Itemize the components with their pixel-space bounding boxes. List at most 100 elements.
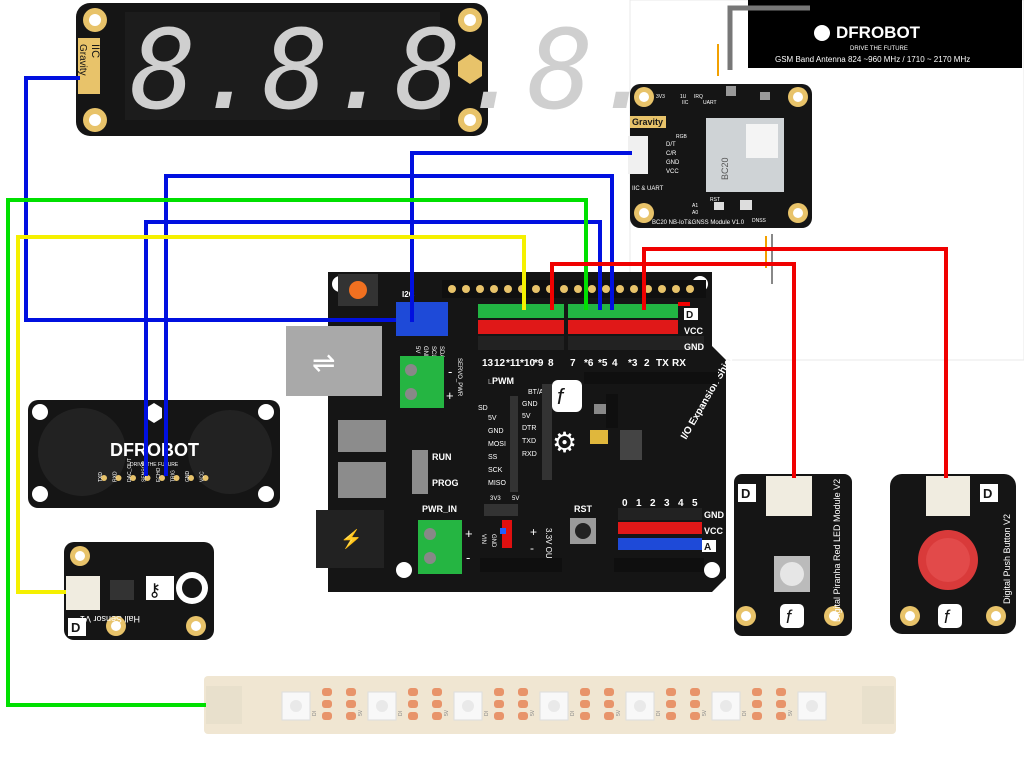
bt-label: DTR — [522, 425, 536, 432]
strip-pad-label: DI — [570, 711, 576, 716]
led-connector — [766, 476, 812, 516]
dfrobot-logo-icon: f — [944, 607, 951, 627]
power-jack-icon: ⚡ — [340, 528, 362, 550]
segment-display-module: IIC Gravity 8.8.8.8. — [76, 3, 660, 136]
led-title: Digital Piranha Red LED Module V2 — [832, 479, 842, 622]
strip-pad-label: DI — [312, 711, 318, 716]
ultrasonic-tagline: DRIVE THE FUTURE — [130, 462, 179, 468]
blue-wire-echo — [164, 174, 614, 476]
shield-left-label: SCL — [430, 346, 436, 358]
servo-terminal — [400, 356, 444, 408]
gsm-antenna-text: GSM Band Antenna 824 ~960 MHz / 1710 ~ 2… — [775, 55, 970, 64]
pin-number-label: 7 — [570, 358, 576, 369]
i2c-header — [396, 302, 448, 336]
strip-pad — [666, 688, 676, 696]
piranha-led-module: D f Digital Piranha Red LED Module V2 — [734, 474, 852, 636]
digital-marker-text: D — [686, 310, 693, 321]
shield-left-label: GND — [422, 346, 428, 360]
yellow-wire-hall — [16, 235, 526, 594]
ultrasonic-pin-label: TRIG — [171, 470, 177, 482]
sd-label: SCK — [488, 467, 503, 474]
strip-pad — [580, 700, 590, 708]
strip-pad — [604, 688, 614, 696]
dfrobot-logo-icon — [146, 403, 162, 423]
nbiot-small-label: 1U — [680, 94, 687, 100]
ultrasonic-pin-label: TXD — [98, 472, 104, 482]
ultrasonic-pin-label: GND — [185, 471, 191, 483]
usb-icon: ⇌ — [312, 347, 335, 378]
pin-number-label: *6 — [584, 358, 594, 369]
header-pad — [504, 285, 512, 293]
strip-pad-label: DI — [484, 711, 490, 716]
io-expansion-shield: ⇌ ⚡ I2C 5V GND SCL SDA SERVO_PWR -+ L PW… — [286, 272, 746, 592]
ultrasonic-pin-label: DAC_OUT — [127, 458, 133, 482]
svg-text:+: + — [465, 526, 473, 541]
ultrasonic-pin — [173, 475, 180, 481]
strip-pad — [776, 712, 786, 720]
strip-pad — [518, 712, 528, 720]
segment-digits: 8.8.8.8. — [130, 6, 660, 134]
header-pad — [588, 285, 596, 293]
pin-number-label: 2 — [644, 358, 650, 369]
nbiot-bottom-label: BC20 NB-IoT&GNSS Module V1.0 — [652, 220, 745, 226]
strip-pad-label: DI — [398, 711, 404, 716]
header-pad — [672, 285, 680, 293]
ultrasonic-pin-label: VCC — [200, 471, 206, 482]
nbiot-module: Gravity D/T C/R GND VCC IIC & UART BC20 … — [628, 44, 812, 284]
shield-gnd-top: GND — [684, 342, 705, 352]
rst-label: RST — [574, 504, 593, 514]
bc20-chip-label: BC20 — [720, 157, 730, 180]
ultrasonic-pin — [130, 475, 136, 481]
strip-pad — [580, 688, 590, 696]
strip-pad — [494, 688, 504, 696]
analog-number-label: 5 — [692, 498, 698, 509]
strip-pad — [432, 700, 442, 708]
svg-text:L: L — [488, 379, 492, 386]
i2c-label: I2C — [402, 290, 415, 299]
nbiot-small-label: 3V3 — [656, 94, 665, 100]
analog-number-label: 3 — [664, 498, 670, 509]
strip-pad — [580, 712, 590, 720]
header-pad — [560, 285, 568, 293]
analog-marker: A — [704, 542, 711, 553]
v33-label: 3V3 — [490, 496, 501, 502]
strip-connector — [206, 686, 242, 724]
header-pad — [462, 285, 470, 293]
header-pad — [686, 285, 694, 293]
wires — [6, 76, 948, 707]
dfrobot-logo-icon — [814, 25, 830, 41]
hall-d-label: D — [71, 620, 80, 635]
rst-button-cap — [575, 523, 591, 539]
nbiot-pin-label: D/T — [666, 142, 676, 148]
ultrasonic-pin — [202, 475, 209, 481]
gnd-pins-left — [478, 336, 564, 350]
bt-label: 5V — [522, 413, 531, 420]
strip-pad — [752, 688, 762, 696]
iic-label: IIC — [89, 44, 101, 58]
analog-number-label: 0 — [622, 498, 628, 509]
strip-pad — [346, 700, 356, 708]
red-wire-button — [642, 247, 948, 478]
analog-vcc-row — [618, 522, 702, 534]
bt-label: GND — [522, 401, 538, 408]
green-wire-strip — [6, 198, 588, 707]
nbiot-small-label: RGB — [676, 134, 688, 140]
nbiot-small-label: A1 — [692, 203, 698, 209]
strip-pad — [690, 688, 700, 696]
strip-pad — [408, 712, 418, 720]
out-label: 3.3V OUT — [544, 528, 553, 564]
pin-number-label: 8 — [548, 358, 554, 369]
hall-connector — [66, 576, 100, 610]
bt-label: RXD — [522, 451, 537, 458]
strip-pad — [432, 688, 442, 696]
nbiot-iic-uart: IIC & UART — [632, 186, 664, 192]
dfrobot-logo-icon: f — [786, 607, 793, 627]
svg-text:-: - — [448, 364, 452, 379]
servo-label: SERVO_PWR — [456, 358, 462, 397]
strip-pad — [322, 712, 332, 720]
nbiot-small-label: IRQ — [694, 94, 703, 100]
strip-pad — [752, 700, 762, 708]
pin-number-label: *10 — [520, 358, 535, 369]
